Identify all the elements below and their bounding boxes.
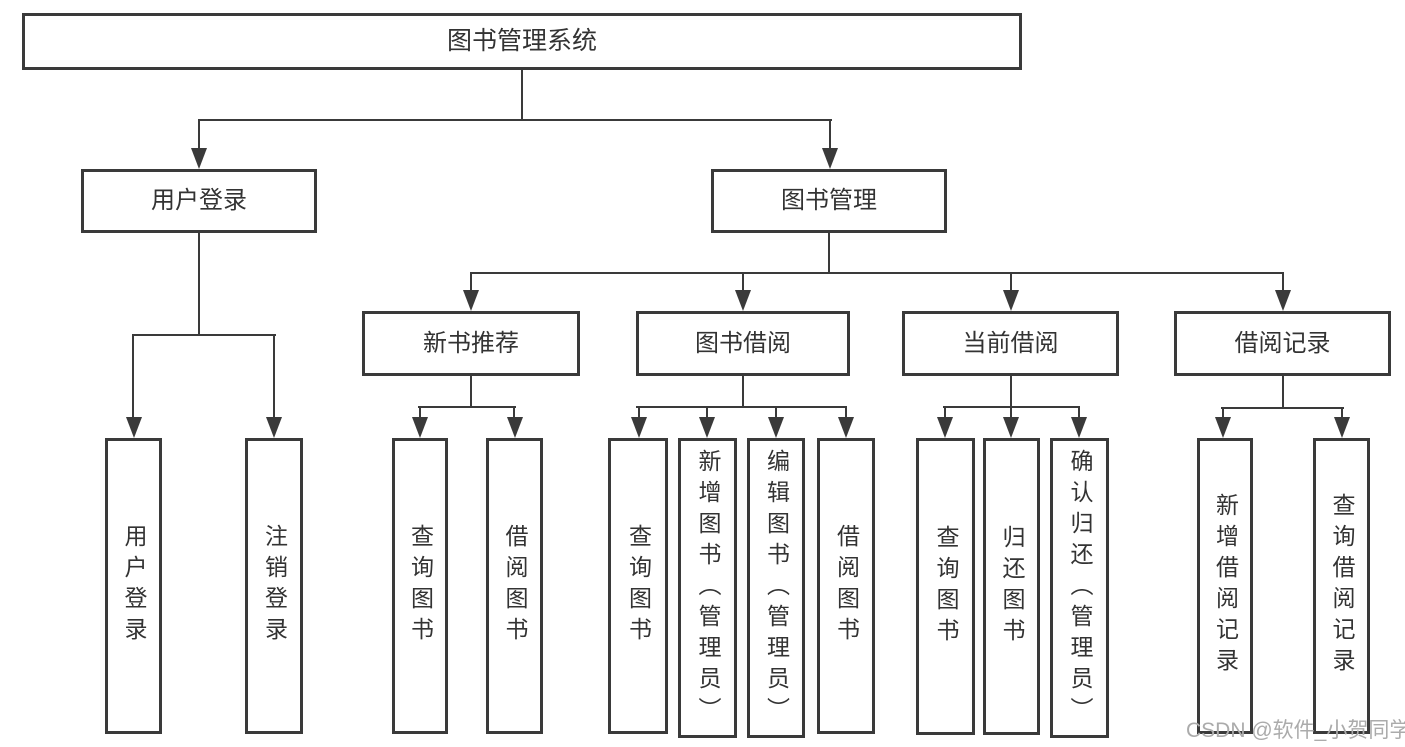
node-borrowing-records: 借阅记录: [1174, 311, 1391, 376]
node-book-borrowing-label: 图书借阅: [695, 329, 791, 357]
connector-stem-recommend: [470, 272, 472, 294]
connector-stem-g3d: [845, 406, 847, 420]
connector-stem-login-leaf: [132, 334, 134, 418]
connector-current-stem: [1010, 376, 1012, 407]
arrowhead-recommend: [463, 290, 479, 311]
connector-stem-g3a: [638, 406, 640, 420]
connector-borrowing-rail: [636, 406, 847, 408]
node-borrow-books-recommend: 借阅图书: [486, 438, 543, 734]
node-query-books-recommend-label: 查询图书: [407, 524, 434, 648]
node-book-management-branch: 图书管理: [711, 169, 947, 233]
node-user-login-label: 用户登录: [121, 524, 147, 648]
connector-stem-g2a: [419, 406, 421, 420]
node-add-borrow-record-label: 新增借阅记录: [1212, 493, 1239, 679]
connector-stem-logout-leaf: [273, 334, 275, 418]
node-logout-label: 注销登录: [261, 524, 288, 648]
node-user-login: 用户登录: [105, 438, 162, 734]
node-root: 图书管理系统: [22, 13, 1022, 70]
connector-stem-g4c: [1078, 406, 1080, 420]
connector-userlogin-rail: [132, 334, 276, 336]
connector-records-rail: [1221, 407, 1344, 409]
connector-stem-g4b: [1010, 406, 1012, 420]
arrowhead-user-login: [191, 148, 207, 169]
node-borrow-books: 借阅图书: [817, 438, 875, 734]
connector-stem-g4a: [944, 406, 946, 420]
arrowhead-g5a: [1215, 417, 1231, 438]
arrowhead-g4b: [1003, 417, 1019, 438]
connector-root-rail: [198, 119, 832, 121]
connector-recommend-rail: [418, 406, 516, 408]
arrowhead-g5b: [1334, 417, 1350, 438]
connector-stem-current: [1010, 272, 1012, 294]
node-borrowing-records-label: 借阅记录: [1234, 329, 1331, 357]
node-edit-books-admin-label: 编辑图书（管理员）: [763, 448, 790, 728]
connector-stem-records: [1282, 272, 1284, 294]
node-book-borrowing: 图书借阅: [636, 311, 850, 376]
arrowhead-book-mgmt: [822, 148, 838, 169]
connector-stem-g5b: [1341, 407, 1343, 420]
node-return-books: 归还图书: [983, 438, 1040, 735]
node-confirm-return-admin: 确认归还（管理员）: [1050, 438, 1109, 738]
node-query-books-borrow-label: 查询图书: [625, 524, 652, 648]
node-add-books-admin-label: 新增图书（管理员）: [695, 448, 721, 728]
node-query-books-current: 查询图书: [916, 438, 975, 735]
node-borrow-books-label: 借阅图书: [833, 524, 860, 648]
connector-stem-g5a: [1222, 407, 1224, 420]
arrowhead-g3b: [699, 417, 715, 438]
node-book-management-branch-label: 图书管理: [781, 187, 877, 214]
connector-stem-borrowing: [742, 272, 744, 294]
arrowhead-logout-leaf: [266, 417, 282, 438]
arrowhead-g2b: [507, 417, 523, 438]
connector-borrowing-stem: [742, 376, 744, 407]
arrowhead-borrowing: [735, 290, 751, 311]
node-edit-books-admin: 编辑图书（管理员）: [747, 438, 805, 738]
arrowhead-g2a: [412, 417, 428, 438]
connector-bookmgmt-rail: [470, 272, 1284, 274]
connector-root-stem: [521, 70, 523, 120]
node-new-book-recommendation-label: 新书推荐: [423, 329, 519, 357]
node-add-borrow-record: 新增借阅记录: [1197, 438, 1253, 734]
connector-recommend-stem: [470, 376, 472, 407]
node-user-login-branch-label: 用户登录: [151, 187, 247, 214]
node-current-borrowing-label: 当前借阅: [962, 329, 1059, 357]
connector-stem-g3c: [775, 406, 777, 420]
arrowhead-g3c: [768, 417, 784, 438]
node-query-borrow-record: 查询借阅记录: [1313, 438, 1370, 734]
arrowhead-g3a: [631, 417, 647, 438]
connector-stem-user-login: [198, 119, 200, 153]
node-logout: 注销登录: [245, 438, 303, 734]
node-user-login-branch: 用户登录: [81, 169, 317, 233]
connector-stem-g3b: [706, 406, 708, 420]
node-new-book-recommendation: 新书推荐: [362, 311, 580, 376]
arrowhead-g4c: [1071, 417, 1087, 438]
connector-userlogin-stem: [198, 233, 200, 336]
node-query-books-current-label: 查询图书: [933, 524, 959, 649]
node-return-books-label: 归还图书: [999, 524, 1025, 649]
node-add-books-admin: 新增图书（管理员）: [678, 438, 737, 738]
csdn-watermark: CSDN @软件_小贺同学: [1186, 719, 1405, 742]
node-confirm-return-admin-label: 确认归还（管理员）: [1067, 448, 1093, 728]
connector-bookmgmt-stem: [828, 233, 830, 273]
arrowhead-g3d: [838, 417, 854, 438]
node-current-borrowing: 当前借阅: [902, 311, 1119, 376]
node-borrow-books-recommend-label: 借阅图书: [502, 524, 528, 648]
arrowhead-records: [1275, 290, 1291, 311]
arrowhead-current: [1003, 290, 1019, 311]
node-query-borrow-record-label: 查询借阅记录: [1329, 493, 1355, 679]
node-query-books-borrow: 查询图书: [608, 438, 668, 734]
node-root-label: 图书管理系统: [446, 27, 597, 55]
arrowhead-g4a: [937, 417, 953, 438]
connector-stem-g2b: [513, 406, 515, 420]
connector-stem-book-mgmt: [829, 119, 831, 153]
connector-records-stem: [1282, 376, 1284, 408]
node-query-books-recommend: 查询图书: [392, 438, 448, 734]
arrowhead-login-leaf: [126, 417, 142, 438]
